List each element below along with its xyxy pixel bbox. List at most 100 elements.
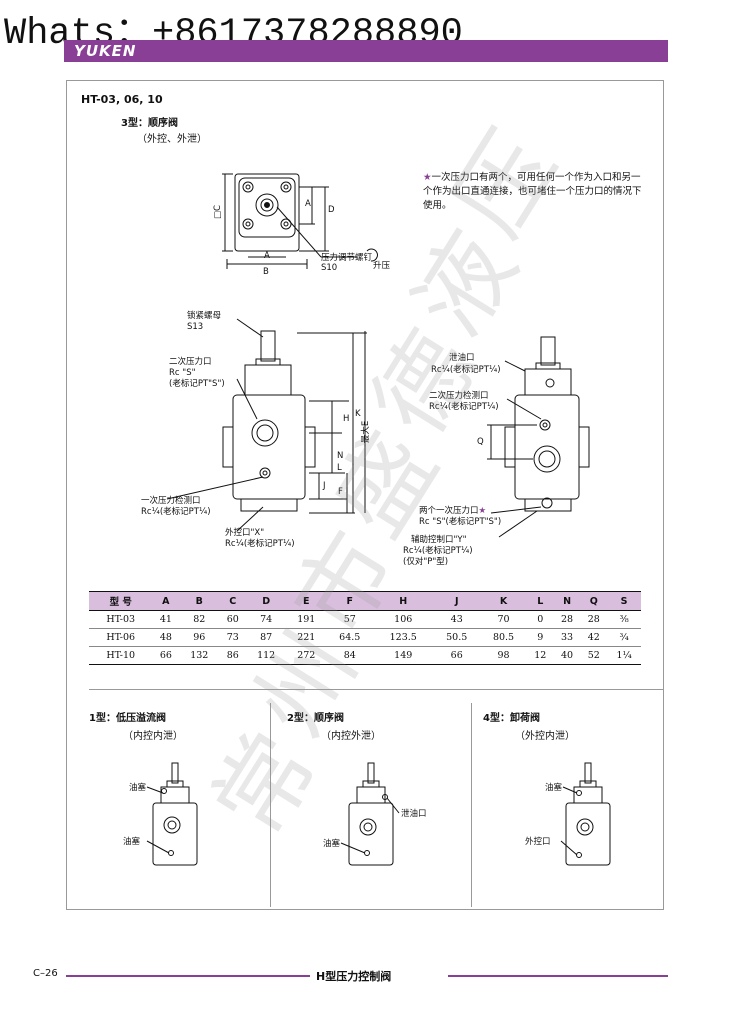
panel-1-label-1: 油塞 bbox=[129, 783, 147, 793]
dim-label-c: □C bbox=[212, 205, 223, 219]
adjust-screw-label: 压力调节螺钉 bbox=[321, 253, 373, 263]
yuken-logo: YUKEN bbox=[74, 42, 137, 60]
panel-3-title: 4型：卸荷阀 bbox=[483, 713, 540, 724]
s10-label: S10 bbox=[321, 263, 338, 273]
port-note-text: 一次压力口有两个，可用任何一个作为入口和另一个作为出口直通连接，也可堵住一个压力… bbox=[423, 172, 642, 211]
col-header: 型 号 bbox=[89, 591, 153, 611]
col-header: C bbox=[219, 591, 247, 611]
table-cell: 132 bbox=[179, 646, 220, 665]
panel-2-subtitle: （内控外泄） bbox=[321, 731, 381, 742]
panel-3-subtitle: （外控内泄） bbox=[515, 731, 575, 742]
dim-label-e: 最大E bbox=[361, 420, 372, 444]
table-cell: 42 bbox=[580, 628, 608, 647]
table-cell: 221 bbox=[286, 628, 327, 647]
table-cell: 84 bbox=[326, 646, 374, 665]
col-header: S bbox=[607, 591, 641, 611]
only-p-label: (仅对"P"型) bbox=[403, 557, 449, 567]
table-cell: 82 bbox=[179, 610, 220, 629]
dim-label-b: B bbox=[263, 267, 269, 277]
aux-y-label: 辅助控制口"Y" bbox=[411, 535, 467, 545]
table-cell: 28 bbox=[580, 610, 608, 629]
table-cell: HT-03 bbox=[89, 610, 153, 629]
col-header: N bbox=[553, 591, 581, 611]
dim-label-n: N bbox=[337, 451, 344, 461]
table-cell: 28 bbox=[553, 610, 581, 629]
panel-1-label-2: 油塞 bbox=[123, 837, 141, 847]
col-header: Q bbox=[580, 591, 608, 611]
port-note: ★一次压力口有两个，可用任何一个作为入口和另一个作为出口直通连接，也可堵住一个压… bbox=[423, 171, 643, 213]
col-header: A bbox=[152, 591, 180, 611]
col-header: F bbox=[326, 591, 374, 611]
table-cell: 74 bbox=[246, 610, 287, 629]
table-cell: 52 bbox=[580, 646, 608, 665]
two-primary-rc-label: Rc "S"(老标记PT"S") bbox=[419, 517, 502, 527]
dim-label-j: J bbox=[323, 481, 326, 491]
panel-divider bbox=[471, 703, 472, 907]
table-cell: 66 bbox=[433, 646, 481, 665]
table-cell: 112 bbox=[246, 646, 287, 665]
table-cell: 80.5 bbox=[480, 628, 527, 647]
secondary-port-label: 二次压力口 bbox=[169, 357, 212, 367]
content-frame: HT-03, 06, 10 3型：顺序阀 （外控、外泄） ★一次压力口有两个，可… bbox=[66, 80, 664, 910]
two-primary-label: 两个一次压力口★ bbox=[419, 506, 486, 516]
primary-check-label: 一次压力检测口 bbox=[141, 496, 201, 506]
valve-dimension-drawing bbox=[166, 173, 590, 538]
table-cell: 272 bbox=[286, 646, 327, 665]
table-cell: HT-10 bbox=[89, 646, 153, 665]
panel-2-label-2: 油塞 bbox=[323, 839, 341, 849]
panel-divider bbox=[270, 703, 271, 907]
lock-nut-label: 锁紧螺母 bbox=[187, 311, 222, 321]
section-divider bbox=[89, 689, 663, 690]
star-icon: ★ bbox=[478, 506, 487, 516]
top-view-drawing bbox=[222, 173, 378, 269]
panel-2-label-1: 泄油口 bbox=[401, 809, 427, 819]
old-s-label: (老标记PT"S") bbox=[169, 379, 225, 389]
col-header: B bbox=[179, 591, 220, 611]
pilot-x-label: 外控口"X" bbox=[225, 528, 265, 538]
dimension-table: 型 号 A B C D E F H J K L N Q S HT-03 41 8… bbox=[89, 591, 641, 665]
col-header: H bbox=[373, 591, 434, 611]
table-cell: 0 bbox=[526, 610, 554, 629]
panel-2-title: 2型：顺序阀 bbox=[287, 713, 344, 724]
star-icon: ★ bbox=[423, 172, 432, 183]
table-cell: 123.5 bbox=[373, 628, 434, 647]
table-cell: 96 bbox=[179, 628, 220, 647]
table-cell: 57 bbox=[326, 610, 374, 629]
table-cell: 33 bbox=[553, 628, 581, 647]
two-primary-text: 两个一次压力口 bbox=[419, 506, 479, 516]
table-cell: 41 bbox=[152, 610, 180, 629]
type-variant-drawings bbox=[146, 762, 611, 866]
table-cell: 9 bbox=[526, 628, 554, 647]
drain-label: 泄油口 bbox=[449, 353, 475, 363]
table-cell: 191 bbox=[286, 610, 327, 629]
drain-rc-label: Rc¼(老标记PT¼) bbox=[431, 365, 501, 375]
table-cell: 1¼ bbox=[607, 646, 641, 665]
col-header: K bbox=[480, 591, 527, 611]
dim-label-f: F bbox=[338, 487, 343, 497]
table-cell: 50.5 bbox=[433, 628, 481, 647]
table-row: HT-06 48 96 73 87 221 64.5 123.5 50.5 80… bbox=[89, 628, 641, 647]
table-cell: ⅜ bbox=[607, 610, 641, 629]
s13-label: S13 bbox=[187, 322, 204, 332]
col-header: J bbox=[433, 591, 481, 611]
page-number: C–26 bbox=[33, 968, 58, 979]
panel-3-valve-drawing bbox=[560, 762, 611, 866]
side-view-drawing bbox=[487, 336, 590, 538]
dim-label-a: A bbox=[305, 199, 311, 209]
table-cell: 12 bbox=[526, 646, 554, 665]
primary-check-rc-label: Rc¼(老标记PT¼) bbox=[141, 507, 211, 517]
table-cell: 149 bbox=[373, 646, 434, 665]
table-cell: 73 bbox=[219, 628, 247, 647]
panel-3-label-2: 外控口 bbox=[525, 837, 551, 847]
table-cell: 70 bbox=[480, 610, 527, 629]
raise-label: 升压 bbox=[373, 261, 391, 271]
front-view-drawing bbox=[166, 318, 367, 532]
dim-label-d: D bbox=[328, 205, 335, 215]
panel-1-valve-drawing bbox=[146, 762, 198, 866]
table-cell: 43 bbox=[433, 610, 481, 629]
col-header: D bbox=[246, 591, 287, 611]
table-cell: 98 bbox=[480, 646, 527, 665]
table-row: HT-10 66 132 86 112 272 84 149 66 98 12 … bbox=[89, 646, 641, 665]
dim-label-k: K bbox=[355, 409, 361, 419]
panel-2-valve-drawing bbox=[340, 762, 400, 866]
